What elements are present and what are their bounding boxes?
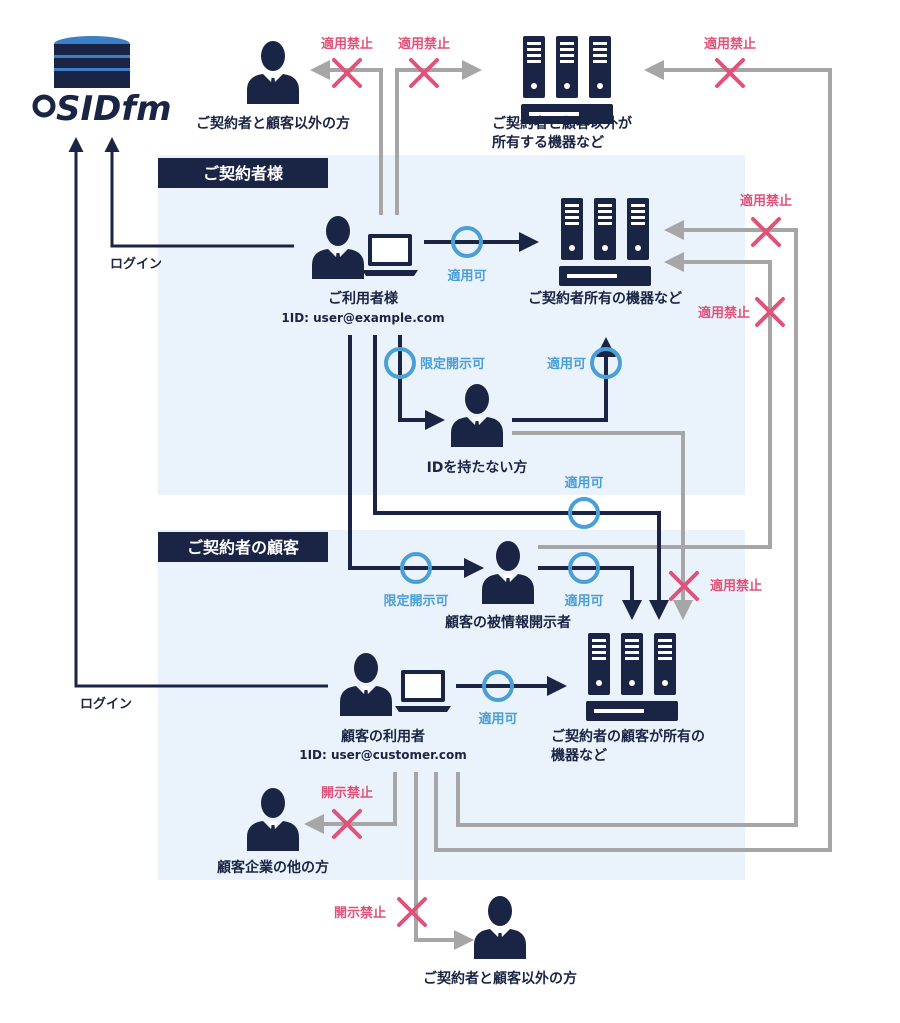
- prohibited-label: 適用禁止: [710, 578, 762, 594]
- outsider-devices-server-icon: [521, 36, 613, 124]
- disclosure-prohibited-label: 開示禁止: [334, 905, 386, 921]
- prohibited-cross-icon: [332, 58, 362, 88]
- allowed-label: 適用可: [564, 593, 603, 609]
- prohibited-label: 適用禁止: [398, 36, 450, 52]
- allowed-label: 適用可: [564, 475, 603, 491]
- outsider-bottom-person-icon: [474, 896, 526, 959]
- allowed-circle-icon: [451, 226, 483, 258]
- prohibited-label: 適用禁止: [321, 36, 373, 52]
- outsider-devices-caption-line2: 所有する機器など: [492, 134, 604, 151]
- allowed-circle-icon: [590, 347, 622, 379]
- allowed-label: 適用可: [547, 356, 586, 372]
- contractor-section-title: ご契約者様: [203, 164, 284, 183]
- login-label: ログイン: [110, 256, 162, 272]
- limited-disclosure-label: 限定開示可: [420, 356, 485, 372]
- contractor-section-tag: [158, 158, 328, 188]
- allowed-circle-icon: [400, 552, 432, 584]
- allowed-circle-icon: [568, 552, 600, 584]
- outsider-top-person-icon: [247, 41, 299, 104]
- prohibited-label: 適用禁止: [698, 305, 750, 321]
- prohibited-cross-icon: [332, 809, 362, 839]
- prohibited-cross-icon: [397, 897, 427, 927]
- sidfm-logo: SIDfm: [30, 36, 172, 129]
- contractor-devices-caption: ご契約者所有の機器など: [528, 290, 682, 307]
- logo-text: SIDfm: [56, 89, 172, 129]
- customer-user-name-caption: 顧客の利用者: [341, 728, 425, 745]
- allowed-circle-icon: [482, 670, 514, 702]
- prohibited-label: 適用禁止: [704, 36, 756, 52]
- allowed-circle-icon: [384, 347, 416, 379]
- prohibited-cross-icon: [715, 58, 745, 88]
- other-company-caption: 顧客企業の他の方: [217, 859, 329, 876]
- user-id-caption: 1ID: user@example.com: [281, 311, 444, 325]
- discloser-caption: 顧客の被情報開示者: [445, 614, 571, 631]
- prohibited-cross-icon: [751, 217, 781, 247]
- limited-disclosure-label: 限定開示可: [383, 593, 448, 609]
- customer-section-tag: [158, 532, 328, 562]
- allowed-label: 適用可: [447, 268, 486, 284]
- prohibited-cross-icon: [669, 571, 699, 601]
- user-name-caption: ご利用者様: [328, 290, 399, 307]
- no-id-caption: IDを持たない方: [427, 459, 528, 476]
- prohibited-cross-icon: [409, 58, 439, 88]
- customer-devices-server-icon: [586, 633, 678, 721]
- allowed-label: 適用可: [478, 711, 517, 727]
- prohibited-cross-icon: [755, 297, 785, 327]
- customer-user-id-caption: 1ID: user@customer.com: [299, 748, 467, 762]
- outsider-bottom-caption: ご契約者と顧客以外の方: [423, 970, 577, 987]
- prohibited-label: 適用禁止: [740, 193, 792, 209]
- customer-devices-caption-line1: ご契約者の顧客が所有の: [551, 728, 705, 745]
- allowed-circle-icon: [568, 497, 600, 529]
- contractor-devices-server-icon: [559, 198, 651, 286]
- outsider-top-caption: ご契約者と顧客以外の方: [196, 115, 350, 132]
- customer-devices-caption-line2: 機器など: [551, 747, 607, 764]
- disclosure-prohibited-label: 開示禁止: [321, 785, 373, 801]
- customer-section-title: ご契約者の顧客: [187, 538, 300, 557]
- login-label: ログイン: [80, 696, 132, 712]
- outsider-devices-caption-line1: ご契約者と顧客以外が: [492, 115, 633, 132]
